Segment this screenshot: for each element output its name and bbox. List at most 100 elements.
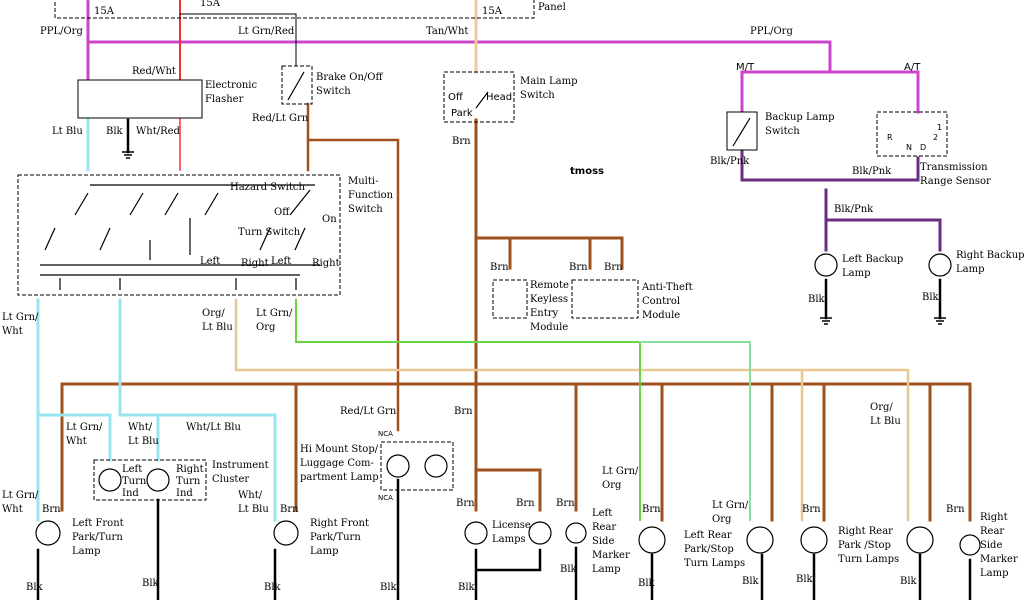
label-blk-b3: Blk	[264, 582, 282, 593]
label-tan-wht-top: Tan/Wht	[426, 26, 468, 37]
label-left-front-2: Park/Turn	[72, 532, 123, 543]
label-wht-lt-blu-b2: Lt Blu	[238, 504, 269, 515]
label-hms-2: Luggage Com-	[300, 458, 374, 469]
label-ppl-org-right: PPL/Org	[750, 26, 793, 37]
label-lr-1: Left Rear	[684, 530, 732, 541]
label-blk-b1: Blk	[26, 582, 44, 593]
lamp-license-2	[528, 521, 552, 545]
label-rrsm-1: Right	[980, 512, 1008, 523]
label-rr-3: Turn Lamps	[838, 554, 899, 565]
label-trs-1g: 1	[937, 123, 942, 132]
label-right-a: Right	[241, 258, 269, 269]
label-brn-rrsm: Brn	[946, 504, 965, 515]
label-mt: M/T	[736, 62, 755, 73]
lamp-lr-turn	[638, 526, 666, 554]
label-rr-1: Right Rear	[838, 526, 893, 537]
lamp-hi-mount-1	[386, 454, 410, 478]
label-rrsm-3: Side	[980, 540, 1002, 551]
label-lt-grn-wht-c2: Wht	[2, 504, 23, 515]
lamp-left-front	[35, 520, 61, 546]
label-rke-2: Keyless	[530, 294, 568, 305]
label-left-b: Left	[271, 256, 291, 267]
label-rrsm-2: Rear	[980, 526, 1004, 537]
trs-box	[876, 111, 948, 157]
label-lt-grn-wht-b2: Wht	[66, 436, 87, 447]
ground-left-backup	[820, 317, 832, 325]
label-rke-4: Module	[530, 322, 568, 333]
wire-blk-grounds	[36, 118, 972, 600]
label-right-b: Right	[312, 258, 340, 269]
label-license-1: License	[492, 520, 531, 531]
label-brn-rr: Brn	[802, 504, 821, 515]
lamp-right-rear	[800, 526, 828, 554]
wire-red-lt-grn	[306, 102, 400, 432]
label-brn-lic-1: Brn	[456, 498, 475, 509]
label-trs-n: N	[906, 143, 912, 152]
label-left-front-1: Left Front	[72, 518, 124, 529]
label-blk-pnk-2: Blk/Pnk	[852, 166, 892, 177]
label-trs-r: R	[887, 133, 893, 142]
label-wht-lt-blu-top: Wht/Lt Blu	[186, 422, 241, 433]
main-lamp-switch-contact	[475, 91, 489, 109]
label-hazard-switch: Hazard Switch	[230, 182, 306, 193]
mfs-contacts	[40, 184, 320, 290]
symbols	[35, 71, 981, 556]
label-fuse-15a-3: 15A	[482, 6, 503, 17]
label-nca-1: NCA	[378, 430, 393, 438]
label-wht-lt-blu-a2: Lt Blu	[128, 436, 159, 447]
label-rrsm-5: Lamp	[980, 568, 1009, 579]
label-blk-b2: Blk	[142, 578, 160, 589]
label-trs-1: Transmission	[920, 162, 988, 173]
label-left-a: Left	[200, 256, 220, 267]
label-lt-grn-org-a1: Lt Grn/	[256, 308, 293, 319]
ground-symbols	[122, 151, 946, 325]
label-wht-lt-blu-a1: Wht/	[128, 422, 153, 433]
label-wht-red: Wht/Red	[136, 126, 181, 137]
lamp-left-turn-ind	[98, 468, 122, 492]
lamp-right-front	[273, 520, 299, 546]
label-lt-grn-wht-c1: Lt Grn/	[2, 490, 39, 501]
label-lt-grn-red-top: Lt Grn/Red	[238, 26, 295, 37]
label-right-backup-1: Right Backup	[956, 250, 1024, 261]
lamp-right-rear-2	[906, 526, 934, 554]
label-electronic-flasher-1: Electronic	[205, 80, 257, 91]
wire-ppl-org	[86, 0, 920, 114]
label-brn-lr: Brn	[642, 504, 661, 515]
wire-brn-main	[60, 118, 972, 522]
component-boxes	[17, 0, 948, 501]
label-org-lt-blu-a2: Lt Blu	[202, 322, 233, 333]
label-right-front-2: Park/Turn	[310, 532, 361, 543]
label-right-turn-ind-3: Ind	[176, 488, 193, 499]
multi-function-switch-box	[17, 174, 341, 296]
label-rke-1: Remote	[530, 280, 569, 291]
atm-box	[571, 279, 639, 319]
label-blk-b9: Blk	[796, 574, 814, 585]
label-lrsm-5: Lamp	[592, 564, 621, 575]
label-lrsm-2: Rear	[592, 522, 616, 533]
label-blk-b7: Blk	[638, 578, 656, 589]
label-brn-main: Brn	[452, 136, 471, 147]
label-lt-grn-wht-a2: Wht	[2, 326, 23, 337]
label-brn-rke: Brn	[490, 262, 509, 273]
label-left-turn-ind-3: Ind	[122, 488, 139, 499]
label-electronic-flasher-2: Flasher	[205, 94, 244, 105]
label-lt-grn-org-a2: Org	[256, 322, 276, 333]
label-brn-lf: Brn	[42, 504, 61, 515]
label-blk-b8: Blk	[742, 576, 760, 587]
label-main-lamp-2: Switch	[520, 90, 555, 101]
wire-wht-lt-blu	[118, 298, 277, 522]
label-red-wht: Red/Wht	[132, 66, 176, 77]
label-at: A/T	[904, 62, 921, 73]
label-blk-b10: Blk	[900, 576, 918, 587]
label-turn-switch: Turn Switch	[238, 227, 301, 238]
label-hms-3: partment Lamp	[300, 472, 379, 483]
lamp-left-backup	[814, 253, 838, 277]
label-off: Off	[448, 92, 464, 103]
label-right-turn-ind-1: Right	[176, 464, 204, 475]
label-tmoss: tmoss	[570, 166, 604, 177]
label-rke-3: Entry	[530, 308, 559, 319]
label-right-front-1: Right Front	[310, 518, 369, 529]
label-hms-1: Hi Mount Stop/	[300, 444, 379, 455]
lamp-lr-side-marker	[565, 522, 587, 544]
label-trs-d: D	[920, 143, 926, 152]
